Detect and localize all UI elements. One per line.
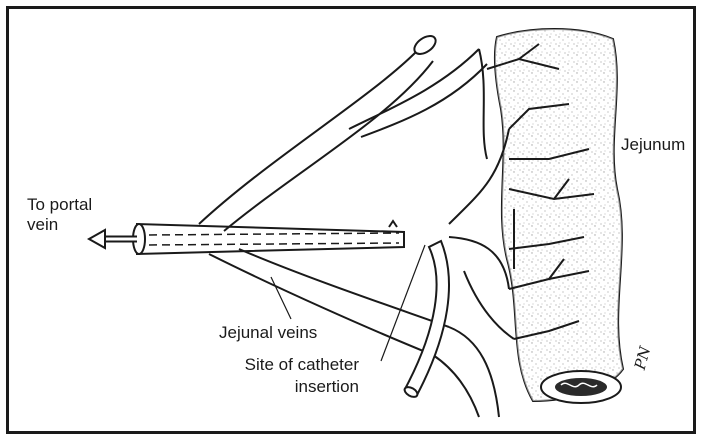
label-jejunal-veins: Jejunal veins: [219, 323, 317, 343]
figure-frame: To portal vein Jejunum Jejunal veins Sit…: [6, 6, 696, 434]
label-catheter-site-line2: insertion: [295, 377, 359, 397]
label-to-portal-vein-line1: To portal: [27, 195, 92, 215]
upper-vein-branch: [199, 32, 487, 231]
portal-vein-trunk: [133, 224, 404, 254]
portal-vein-arrow: [89, 230, 137, 248]
label-to-portal-vein-line2: vein: [27, 215, 58, 235]
label-leaders: [271, 245, 425, 361]
label-catheter-site-line1: Site of catheter: [245, 355, 359, 375]
label-jejunum: Jejunum: [621, 135, 685, 155]
